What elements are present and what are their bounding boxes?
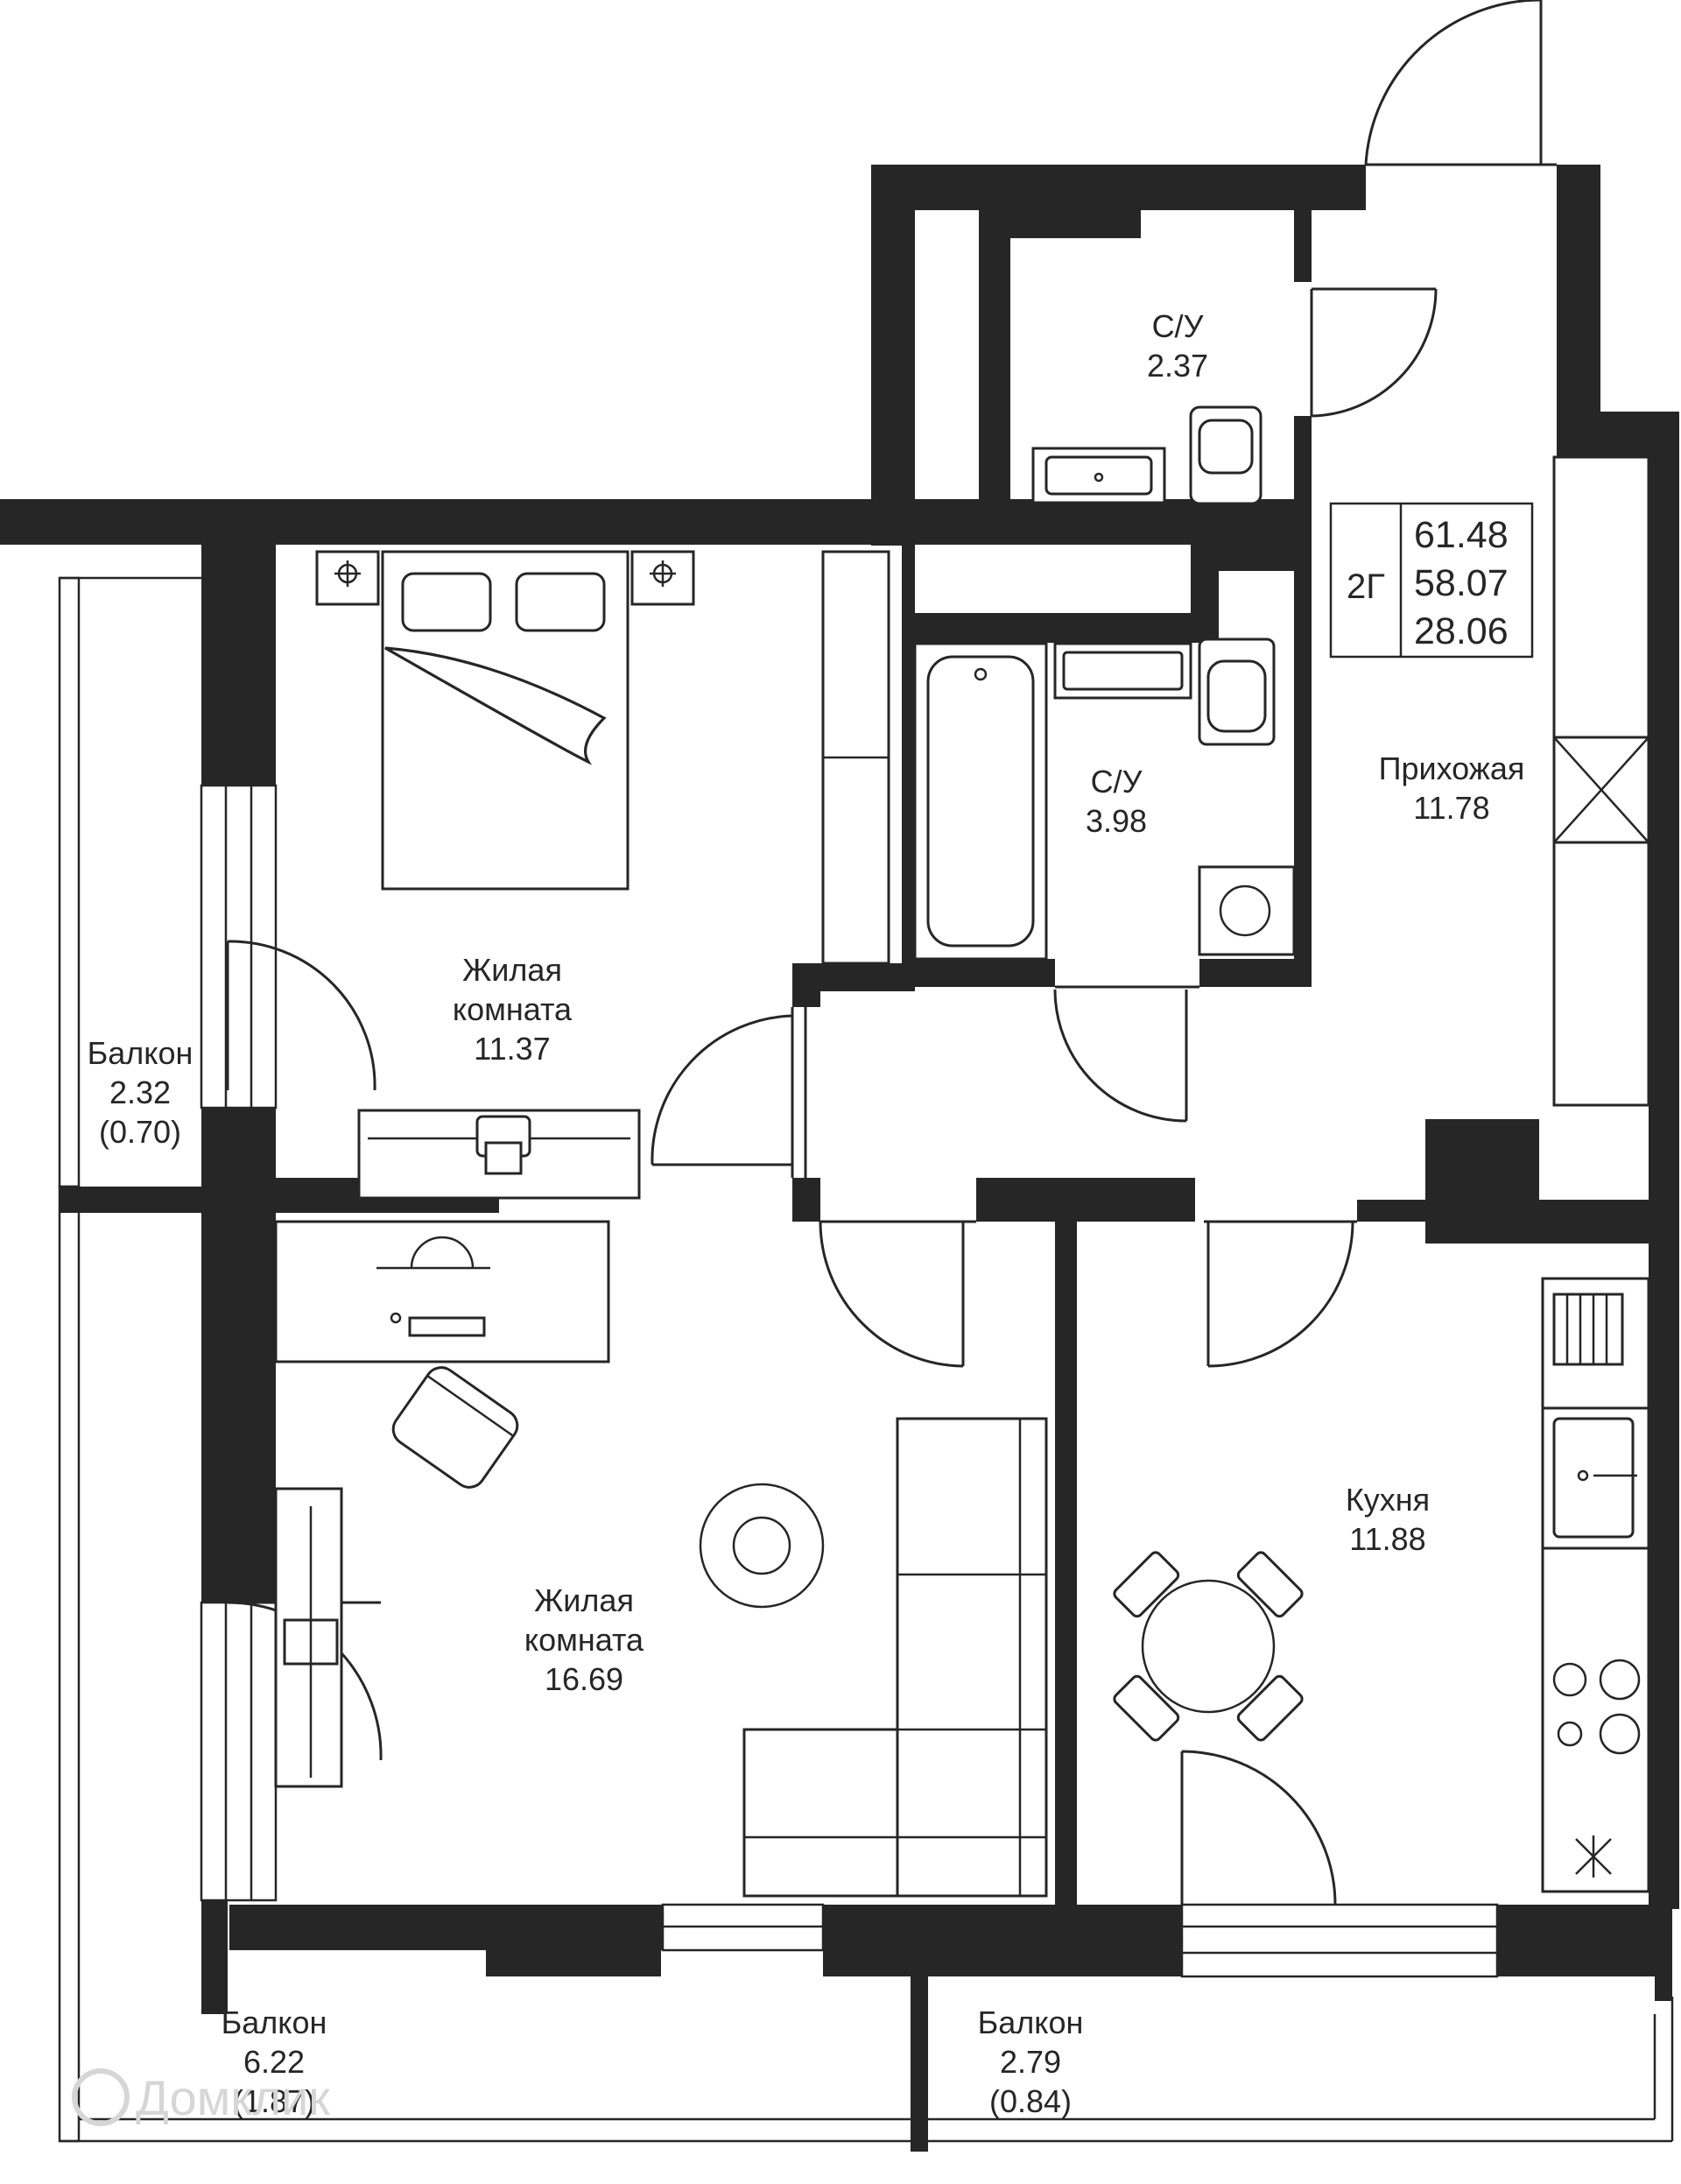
apartment-info: 2Г 61.48 58.07 28.06 xyxy=(1329,502,1534,659)
balcony-bottom-right-reduced: (0.84) xyxy=(989,2083,1072,2119)
living-name-2: комната xyxy=(524,1622,644,1658)
bedroom-area: 11.37 xyxy=(474,1031,550,1067)
bedroom-name-2: комната xyxy=(453,991,573,1027)
doors xyxy=(226,0,1557,1906)
balcony-left-area: 2.32 xyxy=(109,1074,171,1110)
balcony-bottom-right-area: 2.79 xyxy=(1000,2044,1061,2080)
apartment-type: 2Г xyxy=(1347,567,1385,606)
watermark-text: Домклик xyxy=(136,2070,330,2125)
large-bathroom-fixtures xyxy=(913,638,1296,961)
bedroom-furniture xyxy=(315,550,890,1200)
balcony-bottom-left-area: 6.22 xyxy=(243,2044,305,2080)
kitchen-area-sum: 28.06 xyxy=(1414,610,1509,652)
balcony-bottom-left-reduced: (1.87) xyxy=(233,2083,315,2119)
living-furniture xyxy=(274,1220,1048,1898)
hallway-name: Прихожая xyxy=(1379,750,1525,786)
total-area: 61.48 xyxy=(1414,514,1509,556)
small-bathroom-fixtures xyxy=(1031,405,1263,505)
living-area: 58.07 xyxy=(1414,562,1509,604)
bathroom-small-area: 2.37 xyxy=(1147,348,1208,384)
hallway-area: 11.78 xyxy=(1413,790,1489,826)
watermark: Домклик xyxy=(72,2068,330,2126)
living-area: 16.69 xyxy=(545,1661,623,1697)
living-name-1: Жилая xyxy=(534,1582,634,1618)
balcony-bottom-right-name: Балкон xyxy=(978,2004,1084,2040)
bathroom-small-name: С/У xyxy=(1152,308,1205,344)
balcony-left-reduced: (0.70) xyxy=(99,1114,181,1150)
kitchen-name: Кухня xyxy=(1346,1482,1430,1518)
bathroom-large-name: С/У xyxy=(1091,764,1143,800)
kitchen-area: 11.88 xyxy=(1349,1521,1425,1557)
balcony-bottom-left-name: Балкон xyxy=(222,2004,327,2040)
bathroom-large-area: 3.98 xyxy=(1086,803,1147,839)
wardrobe-hallway xyxy=(1552,455,1650,1107)
walls xyxy=(0,165,1679,2152)
balcony-left-name: Балкон xyxy=(88,1035,193,1071)
room-labels: С/У 2.37 С/У 3.98 Прихожая 11.78 Жилая к… xyxy=(88,308,1525,2119)
kitchen-furniture xyxy=(1113,1277,1650,1893)
bedroom-name-1: Жилая xyxy=(462,952,562,988)
